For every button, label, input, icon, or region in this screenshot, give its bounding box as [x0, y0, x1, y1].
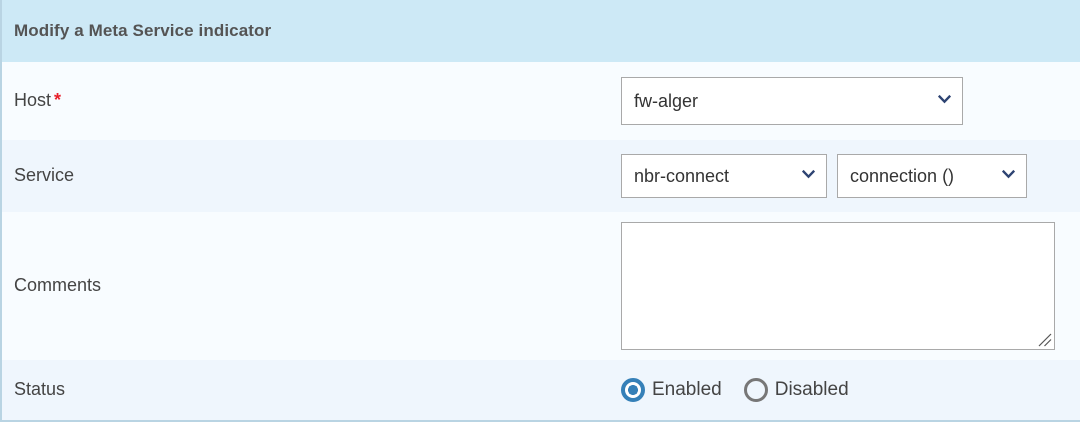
service-field: nbr-connect connection () — [621, 154, 1080, 198]
status-radio-disabled[interactable]: Disabled — [743, 378, 849, 402]
form-row-status: Status Enabled Disabled — [2, 360, 1080, 420]
host-field: fw-alger — [621, 77, 1080, 125]
comments-textarea[interactable] — [621, 222, 1055, 350]
service-label: Service — [14, 165, 621, 187]
radio-unselected-icon[interactable] — [743, 378, 768, 402]
metric-select-value: connection () — [850, 165, 955, 186]
status-radio-group: Enabled Disabled — [621, 378, 871, 402]
form-row-host: Host* fw-alger — [2, 62, 1080, 140]
required-indicator: * — [54, 90, 62, 111]
radio-selected-icon[interactable] — [621, 378, 645, 402]
form-row-service: Service nbr-connect connection () — [2, 140, 1080, 212]
status-field: Enabled Disabled — [621, 378, 1080, 402]
host-select[interactable]: fw-alger — [621, 77, 963, 125]
status-radio-enabled[interactable]: Enabled — [621, 378, 722, 402]
status-radio-enabled-label: Enabled — [652, 379, 722, 400]
status-radio-disabled-label: Disabled — [774, 379, 849, 400]
page-title: Modify a Meta Service indicator — [14, 21, 272, 40]
comments-label-text: Comments — [14, 275, 102, 296]
host-label-text: Host — [14, 90, 52, 111]
chevron-down-icon — [1002, 168, 1015, 181]
chevron-down-icon — [802, 168, 815, 181]
host-label: Host* — [14, 90, 621, 112]
panel-header: Modify a Meta Service indicator — [2, 0, 1080, 62]
comments-label: Comments — [14, 275, 621, 297]
status-label: Status — [14, 379, 621, 401]
status-label-text: Status — [14, 379, 66, 400]
chevron-down-icon — [938, 93, 951, 106]
form-row-comments: Comments — [2, 212, 1080, 360]
comments-field — [621, 222, 1080, 350]
metric-select[interactable]: connection () — [837, 154, 1027, 198]
service-label-text: Service — [14, 165, 75, 186]
service-select-value: nbr-connect — [634, 165, 730, 186]
host-select-value: fw-alger — [634, 90, 699, 111]
service-select[interactable]: nbr-connect — [621, 154, 827, 198]
resize-grip-icon[interactable] — [1038, 333, 1052, 347]
